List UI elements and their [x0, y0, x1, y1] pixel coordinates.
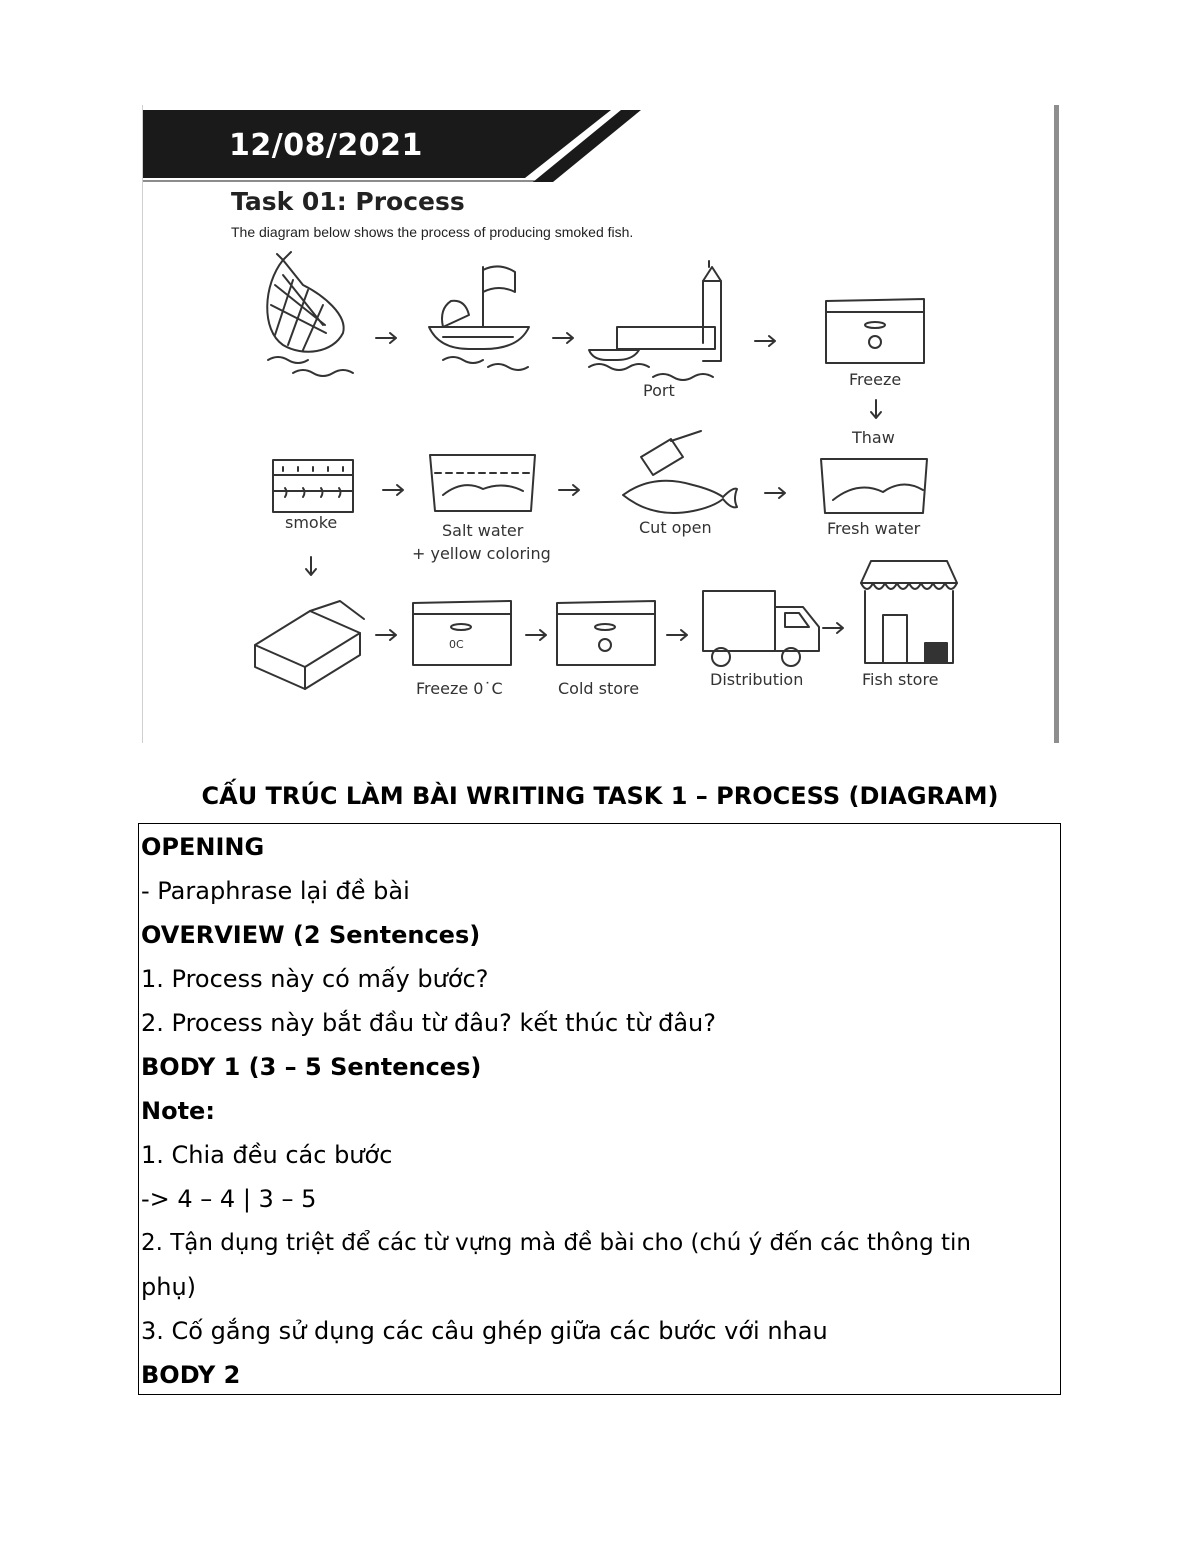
figure-edge — [1054, 105, 1059, 743]
smoker-icon — [272, 459, 354, 513]
freezer-icon — [825, 298, 925, 364]
fresh-water-tank-icon — [820, 458, 928, 514]
fishing-net-icon — [266, 251, 354, 377]
arrow-icon — [754, 335, 776, 347]
step-label-cut-open: Cut open — [639, 518, 712, 537]
arrow-icon — [822, 622, 844, 634]
step-label-salt-water: Salt water — [442, 521, 524, 540]
arrow-icon — [764, 487, 786, 499]
arrow-icon — [870, 399, 882, 419]
arrow-icon — [666, 629, 688, 641]
arrow-icon — [375, 629, 397, 641]
boat-icon — [428, 265, 530, 371]
arrow-icon — [552, 332, 574, 344]
outline-box: OPENING - Paraphrase lại đề bài OVERVIEW… — [138, 823, 1061, 1395]
outline-line-opening: OPENING — [141, 833, 265, 861]
port-icon — [588, 260, 722, 381]
arrow-icon — [305, 556, 317, 576]
step-label-thaw: Thaw — [852, 428, 895, 447]
box-icon — [254, 600, 365, 690]
step-label-fish-store: Fish store — [862, 670, 939, 689]
outline-line: 1. Chia đều các bước — [141, 1141, 393, 1169]
step-label-freeze: Freeze — [849, 370, 902, 389]
step-label-smoke: smoke — [285, 513, 338, 532]
freezer-icon — [412, 600, 512, 666]
outline-line-note: Note: — [141, 1097, 215, 1125]
outline-line: -> 4 – 4 | 3 – 5 — [141, 1185, 317, 1213]
step-label-fresh-water: Fresh water — [827, 519, 921, 538]
banner-date: 12/08/2021 — [229, 128, 423, 163]
process-diagram-figure: 12/08/2021 Task 01: Process The diagram … — [142, 105, 1059, 743]
step-label-cold-store: Cold store — [558, 679, 640, 698]
salt-water-tank-icon — [429, 454, 536, 512]
task-title: Task 01: Process — [231, 187, 465, 216]
step-label-yellow-coloring: + yellow coloring — [412, 544, 551, 563]
arrow-icon — [525, 629, 547, 641]
outline-line: 2. Process này bắt đầu từ đâu? kết thúc … — [141, 1009, 716, 1037]
freezer-temp-label: 0C — [449, 638, 464, 651]
outline-line: - Paraphrase lại đề bài — [141, 877, 410, 905]
outline-line: 1. Process này có mấy bước? — [141, 965, 489, 993]
outline-line-body-2: BODY 2 — [141, 1361, 241, 1389]
banner-shape — [143, 110, 641, 182]
diagram-drawing — [254, 251, 958, 690]
outline-line-overview: OVERVIEW (2 Sentences) — [141, 921, 481, 949]
step-label-port: Port — [643, 381, 675, 400]
truck-icon — [702, 590, 820, 667]
arrow-icon — [382, 484, 404, 496]
step-label-distribution: Distribution — [710, 670, 804, 689]
freezer-icon — [556, 600, 656, 666]
step-label-freeze-0c: Freeze 0˙C — [416, 679, 503, 698]
outline-line: 3. Cố gắng sử dụng các câu ghép giữa các… — [141, 1317, 828, 1345]
outline-heading: CẤU TRÚC LÀM BÀI WRITING TASK 1 – PROCES… — [201, 782, 999, 810]
arrow-icon — [375, 332, 397, 344]
cleaver-fish-icon — [622, 430, 738, 514]
outline-line: phụ) — [141, 1273, 197, 1301]
task-description: The diagram below shows the process of p… — [231, 224, 634, 240]
outline-line: 2. Tận dụng triệt để các từ vựng mà đề b… — [141, 1230, 971, 1256]
arrow-icon — [558, 484, 580, 496]
shop-icon — [860, 560, 958, 664]
outline-line-body-1: BODY 1 (3 – 5 Sentences) — [141, 1053, 482, 1081]
date-banner: 12/08/2021 — [143, 110, 1059, 182]
